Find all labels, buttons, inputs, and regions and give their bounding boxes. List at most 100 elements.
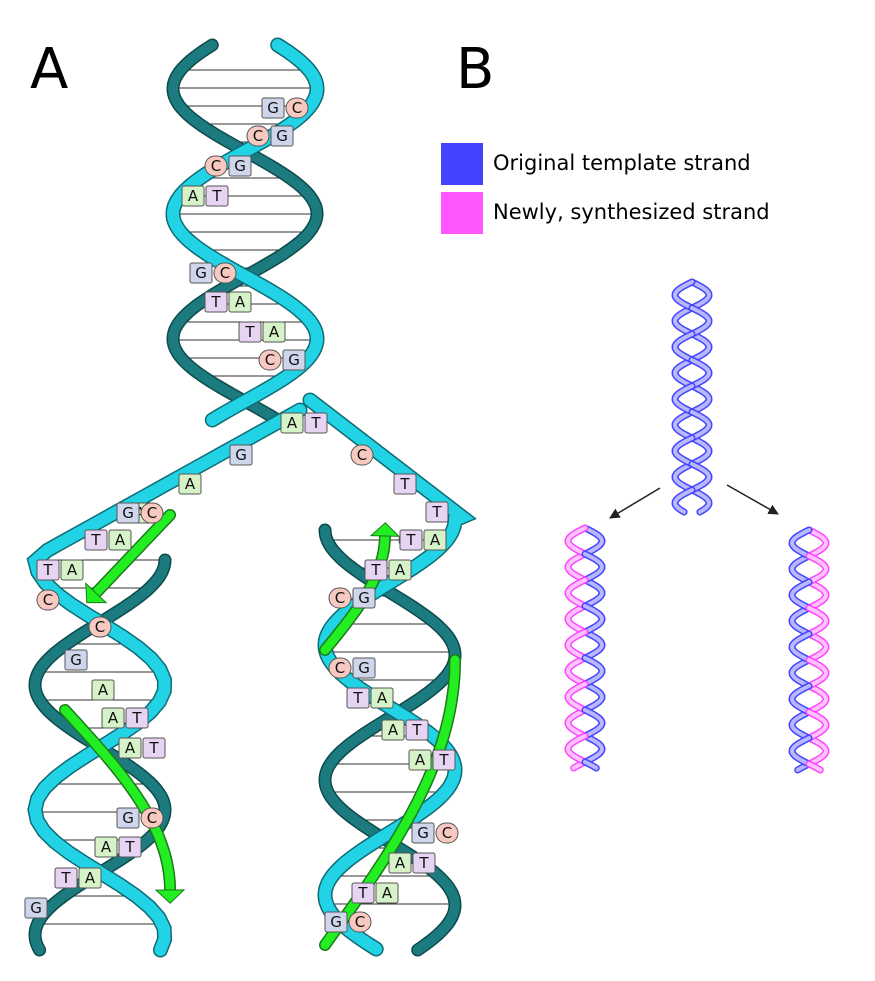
base-C: C: [213, 262, 237, 284]
base-G: G: [64, 649, 88, 671]
base-T: T: [238, 321, 262, 343]
daughter-right-strand: [790, 580, 811, 610]
svg-text:C: C: [357, 446, 367, 464]
parent-strand: [690, 358, 711, 388]
daughter-left-strand: [583, 630, 604, 660]
base-G: G: [352, 587, 376, 609]
base-A: A: [262, 321, 286, 343]
daughter-left-strand: [566, 578, 587, 608]
svg-text:G: G: [30, 899, 42, 917]
svg-text:C: C: [147, 809, 157, 827]
daughter-right-strand: [807, 736, 828, 766]
svg-text:G: G: [195, 264, 207, 282]
base-C: C: [140, 807, 164, 829]
base-G: G: [116, 502, 140, 524]
base-C: C: [246, 125, 270, 147]
daughter-left-strand: [566, 656, 587, 686]
base-G: G: [352, 657, 376, 679]
svg-text:A: A: [98, 681, 109, 699]
daughter-left-strand: [583, 604, 604, 634]
svg-text:C: C: [265, 351, 275, 369]
svg-text:G: G: [358, 659, 370, 677]
daughter-right-strand: [807, 684, 828, 714]
base-T: T: [142, 737, 166, 759]
parent-strand: [690, 462, 711, 492]
daughter-helix-left: [564, 524, 606, 772]
daughter-left-strand: [566, 526, 587, 556]
base-G: G: [261, 97, 285, 119]
svg-text:A: A: [395, 561, 406, 579]
parent-strand: [673, 332, 694, 362]
daughter-right-strand: [807, 762, 823, 772]
daughter-right-strand: [790, 528, 811, 558]
parent-strand: [690, 488, 711, 514]
daughter-left-strand: [583, 682, 604, 712]
base-C: C: [258, 349, 282, 371]
daughter-left-strand: [583, 552, 604, 582]
svg-text:T: T: [210, 293, 221, 311]
base-A: A: [94, 836, 118, 858]
daughter-right-strand: [790, 606, 811, 636]
svg-text:A: A: [382, 884, 393, 902]
svg-text:C: C: [292, 99, 302, 117]
base-A: A: [178, 473, 202, 495]
svg-text:A: A: [67, 561, 78, 579]
base-T: T: [425, 501, 449, 523]
svg-text:G: G: [70, 651, 82, 669]
svg-text:T: T: [310, 414, 321, 432]
parent-backbone-back: [167, 40, 323, 425]
base-A: A: [370, 687, 394, 709]
svg-text:C: C: [43, 591, 53, 609]
base-A: A: [118, 737, 142, 759]
svg-text:C: C: [95, 618, 105, 636]
svg-text:C: C: [211, 157, 221, 175]
daughter-right-strand: [790, 632, 811, 662]
base-A: A: [60, 559, 84, 581]
base-T: T: [204, 291, 228, 313]
parent-strand: [690, 306, 711, 336]
svg-text:T: T: [90, 531, 101, 549]
base-T: T: [399, 529, 423, 551]
svg-text:T: T: [60, 869, 71, 887]
svg-text:C: C: [220, 264, 230, 282]
base-C: C: [88, 616, 112, 638]
daughter-left-strand: [583, 734, 604, 764]
base-G: G: [411, 822, 435, 844]
parent-strand: [673, 280, 694, 310]
svg-text:T: T: [357, 884, 368, 902]
daughter-right-strand: [807, 606, 828, 636]
base-G: G: [228, 155, 252, 177]
svg-text:G: G: [288, 351, 300, 369]
daughter-left-strand: [566, 682, 587, 712]
base-G: G: [116, 807, 140, 829]
svg-text:T: T: [418, 854, 429, 872]
daughter-left-strand: [583, 578, 604, 608]
svg-text:G: G: [122, 504, 134, 522]
svg-text:T: T: [405, 531, 416, 549]
parent-backbone-front: [166, 39, 324, 426]
base-G: G: [229, 444, 253, 466]
base-C: C: [350, 444, 374, 466]
svg-text:C: C: [147, 504, 157, 522]
svg-text:C: C: [335, 659, 345, 677]
svg-text:T: T: [411, 721, 422, 739]
base-A: A: [388, 852, 412, 874]
daughter-right-strand: [790, 658, 811, 688]
base-A: A: [108, 529, 132, 551]
svg-text:A: A: [388, 721, 399, 739]
legend-label-new: Newly, synthesized strand: [493, 200, 770, 224]
parent-strand: [673, 410, 694, 440]
parent-strand: [673, 306, 694, 336]
svg-text:G: G: [267, 99, 279, 117]
daughter-right-strand: [807, 658, 828, 688]
base-A: A: [91, 679, 115, 701]
arrow-left: [609, 487, 661, 519]
svg-text:G: G: [276, 127, 288, 145]
svg-text:T: T: [399, 475, 410, 493]
base-C: C: [435, 822, 459, 844]
svg-text:A: A: [415, 751, 426, 769]
base-A: A: [101, 707, 125, 729]
base-A: A: [280, 412, 304, 434]
svg-text:A: A: [85, 869, 96, 887]
base-T: T: [118, 836, 142, 858]
